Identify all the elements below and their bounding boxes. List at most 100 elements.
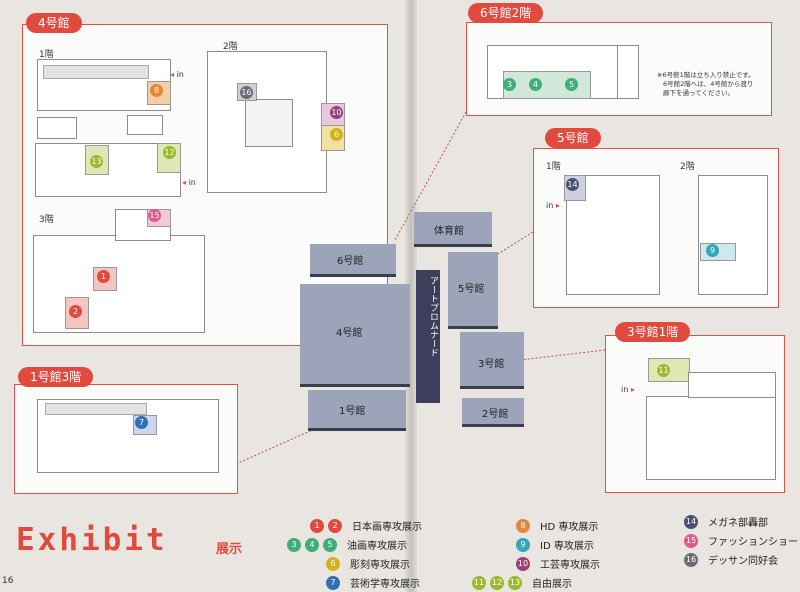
plan-3-1f — [646, 396, 776, 480]
bldg6-note: ※6号館1階は立ち入り禁止です。 6号館2階へは、4号館から渡り 廊下を通ってく… — [657, 71, 755, 98]
room-badge-2: 2 — [69, 305, 82, 318]
room-3-5-strip — [503, 71, 591, 99]
room-badge-9: 9 — [706, 244, 719, 257]
room-badge-14: 14 — [566, 178, 579, 191]
legend-badge: 3 — [287, 537, 301, 552]
plan-6-2f-b — [617, 45, 639, 99]
panel-bldg1 — [14, 384, 238, 494]
legend-item: 9 ID 専攻展示 — [516, 537, 594, 552]
legend-label: 工芸専攻展示 — [540, 560, 600, 571]
floor-label-4-2f: 2階 — [223, 42, 238, 52]
floor-label-4-1f: 1階 — [39, 50, 54, 60]
room-badge-3: 3 — [503, 78, 516, 91]
entrance-marker: in ▸ — [621, 385, 635, 394]
entrance-marker: ◂ in — [182, 178, 196, 187]
entrance-label: in — [188, 178, 196, 187]
legend-label: メガネ部轟部 — [708, 518, 768, 529]
panel-bldg3 — [605, 335, 785, 493]
page-number: 16 — [2, 576, 14, 586]
plan-4-2f-court — [245, 99, 293, 147]
floor-label-4-3f: 3階 — [39, 215, 54, 225]
legend-badge: 16 — [684, 552, 698, 567]
panel-title-bldg1: 1号館3階 — [18, 367, 94, 387]
legend-item: 16 デッサン同好会 — [684, 552, 778, 567]
exhibit-subtitle: 展示 — [216, 542, 243, 557]
legend-label: デッサン同好会 — [708, 556, 778, 567]
campus-bldg6 — [310, 244, 396, 277]
room-badge-6: 6 — [330, 128, 343, 141]
room-badge-13: 13 — [90, 155, 103, 168]
legend-label: 自由展示 — [532, 579, 572, 590]
campus-bldg3 — [460, 332, 524, 389]
campus-promenade: アートプロムナード — [416, 270, 440, 403]
campus-bldg1 — [308, 390, 406, 431]
legend-badge: 1 — [310, 518, 324, 533]
legend-item: 15 ファッションショー — [684, 533, 798, 548]
plan-block — [43, 65, 149, 79]
room-badge-8: 8 — [150, 84, 163, 97]
floor-label-5-2f: 2階 — [680, 162, 695, 172]
room-badge-7: 7 — [135, 416, 148, 429]
room-badge-5: 5 — [565, 78, 578, 91]
exhibit-title: Exhibit — [16, 522, 168, 558]
legend-label: 芸術学専攻展示 — [350, 579, 420, 590]
campus-label-bldg4: 4号館 — [336, 328, 363, 339]
legend-badge: 12 — [490, 575, 504, 590]
entrance-label: in — [621, 385, 629, 394]
plan-3-1f-b — [688, 372, 776, 398]
campus-bldg4 — [300, 284, 410, 387]
panel-bldg6: ※6号館1階は立ち入り禁止です。 6号館2階へは、4号館から渡り 廊下を通ってく… — [466, 22, 772, 116]
panel-title-bldg5: 5号館 — [545, 128, 601, 148]
campus-bldg5 — [448, 252, 498, 329]
campus-label-bldg3: 3号館 — [478, 359, 505, 370]
legend-label: ファッションショー — [708, 537, 798, 548]
legend-badge: 14 — [684, 514, 698, 529]
campus-bldg2 — [462, 398, 524, 427]
entrance-marker: in ▸ — [546, 201, 560, 210]
room-badge-11: 11 — [657, 364, 670, 377]
legend-badge: 10 — [516, 556, 530, 571]
room-badge-15: 15 — [148, 209, 161, 222]
legend-label: HD 専攻展示 — [540, 522, 599, 533]
legend-badge: 6 — [326, 556, 340, 571]
panel-title-bldg3: 3号館1階 — [615, 322, 691, 342]
legend-item: 7 芸術学専攻展示 — [326, 575, 420, 590]
legend-badge: 7 — [326, 575, 340, 590]
plan-block — [45, 403, 147, 415]
plan-4-3f — [33, 235, 205, 333]
panel-bldg5: 1階 2階 — [533, 148, 779, 308]
campus-label-gym: 体育館 — [434, 226, 464, 237]
room-badge-12: 12 — [163, 146, 176, 159]
legend-item: 8 HD 専攻展示 — [516, 518, 598, 533]
legend-badge: 5 — [323, 537, 337, 552]
plan-5-2f — [698, 175, 768, 295]
panel-title-bldg4: 4号館 — [26, 13, 82, 33]
legend-badge: 8 — [516, 518, 530, 533]
legend-badge: 15 — [684, 533, 698, 548]
campus-label-promenade: アートプロムナード — [428, 276, 438, 357]
bldg6-note-line: 廊下を通ってください。 — [663, 89, 734, 97]
legend-item: 6 彫刻専攻展示 — [326, 556, 410, 571]
campus-gym — [414, 212, 492, 247]
room-badge-16: 16 — [240, 86, 253, 99]
legend-item: 10 工芸専攻展示 — [516, 556, 600, 571]
legend-badge: 9 — [516, 537, 530, 552]
legend-label: ID 専攻展示 — [540, 541, 594, 552]
campus-label-bldg1: 1号館 — [339, 406, 366, 417]
bldg6-note-line: ※6号館1階は立ち入り禁止です。 — [657, 71, 755, 79]
panel-title-bldg6: 6号館2階 — [468, 3, 544, 23]
plan-4-1f-mid — [37, 117, 77, 139]
page-gutter — [405, 0, 417, 592]
entrance-label: in — [176, 70, 184, 79]
campus-label-bldg6: 6号館 — [337, 256, 364, 267]
campus-label-bldg2: 2号館 — [482, 409, 509, 420]
legend-badge: 11 — [472, 575, 486, 590]
legend-label: 彫刻専攻展示 — [350, 560, 410, 571]
campus-label-bldg5: 5号館 — [458, 284, 485, 295]
legend-label: 油画専攻展示 — [347, 541, 407, 552]
room-badge-10: 10 — [330, 106, 343, 119]
